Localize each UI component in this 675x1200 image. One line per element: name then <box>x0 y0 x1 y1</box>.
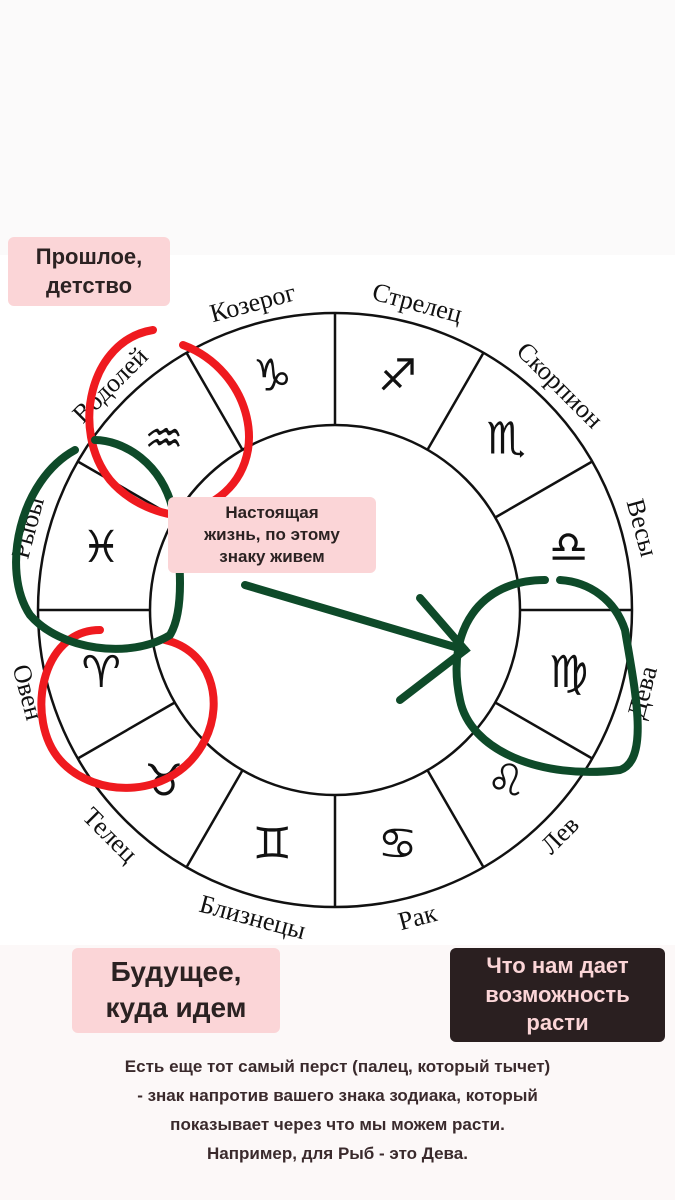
label-growth-line: возможность <box>485 981 630 1007</box>
sector-divider <box>426 769 485 868</box>
arrow-shaft <box>241 581 469 654</box>
zodiac-glyph-icon: ♍︎ <box>549 647 588 698</box>
label-present-line: жизнь, по этому <box>204 525 340 545</box>
caption-text: Есть еще тот самый перст (палец, который… <box>20 1052 655 1168</box>
label-growth-line: Что нам дает <box>486 953 629 978</box>
label-present-line: Настоящая <box>225 503 319 522</box>
hand-drawn-marks <box>12 326 642 792</box>
arrow-head <box>396 594 471 704</box>
zodiac-glyph-icon: ♈︎ <box>82 647 121 698</box>
wheel-background <box>0 255 675 945</box>
zodiac-glyph-icon: ♐︎ <box>378 351 417 402</box>
caption-line: Есть еще тот самый перст (палец, который… <box>124 1057 551 1076</box>
green-circle-present <box>12 436 184 653</box>
caption-line: - знак напротив вашего знака зодиака, ко… <box>137 1086 538 1105</box>
green-circle-growth <box>452 576 642 776</box>
sector-divider <box>185 352 244 451</box>
zodiac-glyph-icon: ♑︎ <box>253 351 292 402</box>
sector-divider <box>494 701 593 760</box>
zodiac-glyph-icon: ♏︎ <box>486 413 525 464</box>
label-present-line: знаку живем <box>219 547 325 567</box>
zodiac-glyph-icon: ♓︎ <box>82 522 121 573</box>
zodiac-wheel: ♐︎Стрелец♏︎Скорпион♎︎Весы♍︎Дева♌︎Лев♋︎Ра… <box>6 277 664 945</box>
label-past: Прошлое, детство <box>8 237 170 307</box>
label-present: Настоящая жизнь, по этому знаку живем <box>168 497 376 574</box>
label-past-line: Прошлое, <box>35 244 143 269</box>
sector-divider <box>77 701 176 760</box>
label-growth: Что нам дает возможность расти <box>450 948 665 1042</box>
label-growth-line: расти <box>526 1010 589 1036</box>
label-future: Будущее, куда идем <box>72 948 280 1033</box>
sector-divider <box>185 769 244 868</box>
sector-divider <box>426 352 485 451</box>
label-past-line: детство <box>45 272 133 298</box>
zodiac-glyph-icon: ♊︎ <box>253 818 292 869</box>
top-background <box>0 0 675 255</box>
label-future-line: куда идем <box>105 992 247 1024</box>
zodiac-glyph-icon: ♎︎ <box>549 522 588 573</box>
caption-line: Например, для Рыб - это Дева. <box>207 1144 468 1163</box>
red-circle-future <box>37 626 218 792</box>
zodiac-glyph-icon: ♋︎ <box>378 818 417 869</box>
zodiac-glyph-icon: ♒︎ <box>144 413 183 464</box>
zodiac-glyph-icon: ♌︎ <box>486 756 525 807</box>
label-future-line: Будущее, <box>110 956 242 987</box>
sector-divider <box>494 460 593 519</box>
caption-line: показывает через что мы можем расти. <box>170 1115 505 1134</box>
